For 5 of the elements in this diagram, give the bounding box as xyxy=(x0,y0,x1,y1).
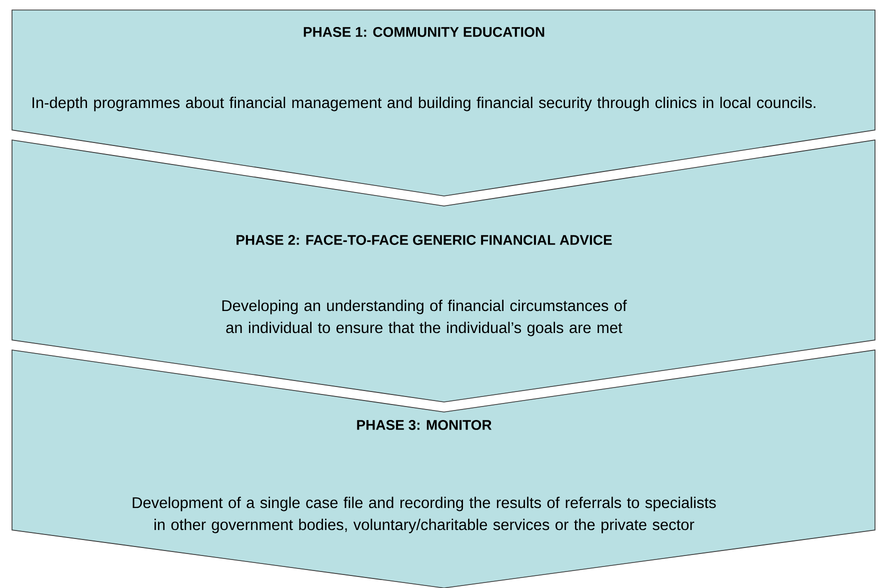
node-label: Development of a single case file and recording the results of referrals to specialists in other government bodies, voluntary/charitable services or the private sector xyxy=(132,496,716,534)
chevron-band: PHASE 1: COMMUNITY EDUCATION In-depth programmes about financial management and building financial security through clinics in local councils. xyxy=(12,10,876,196)
node-label: PHASE 3: MONITOR xyxy=(357,420,492,430)
chevron-band: PHASE 3: MONITOR Development of a single case file and recording the results of referrals to specialists in other government bodies, voluntary/charitable services or the private sector xyxy=(12,350,876,588)
chevron-band: PHASE 2: FACE-TO-FACE GENERIC FINANCIAL ADVICE Developing an understanding of financial circumstances of an individual to ensure that the individual’s goals are met xyxy=(12,140,876,402)
